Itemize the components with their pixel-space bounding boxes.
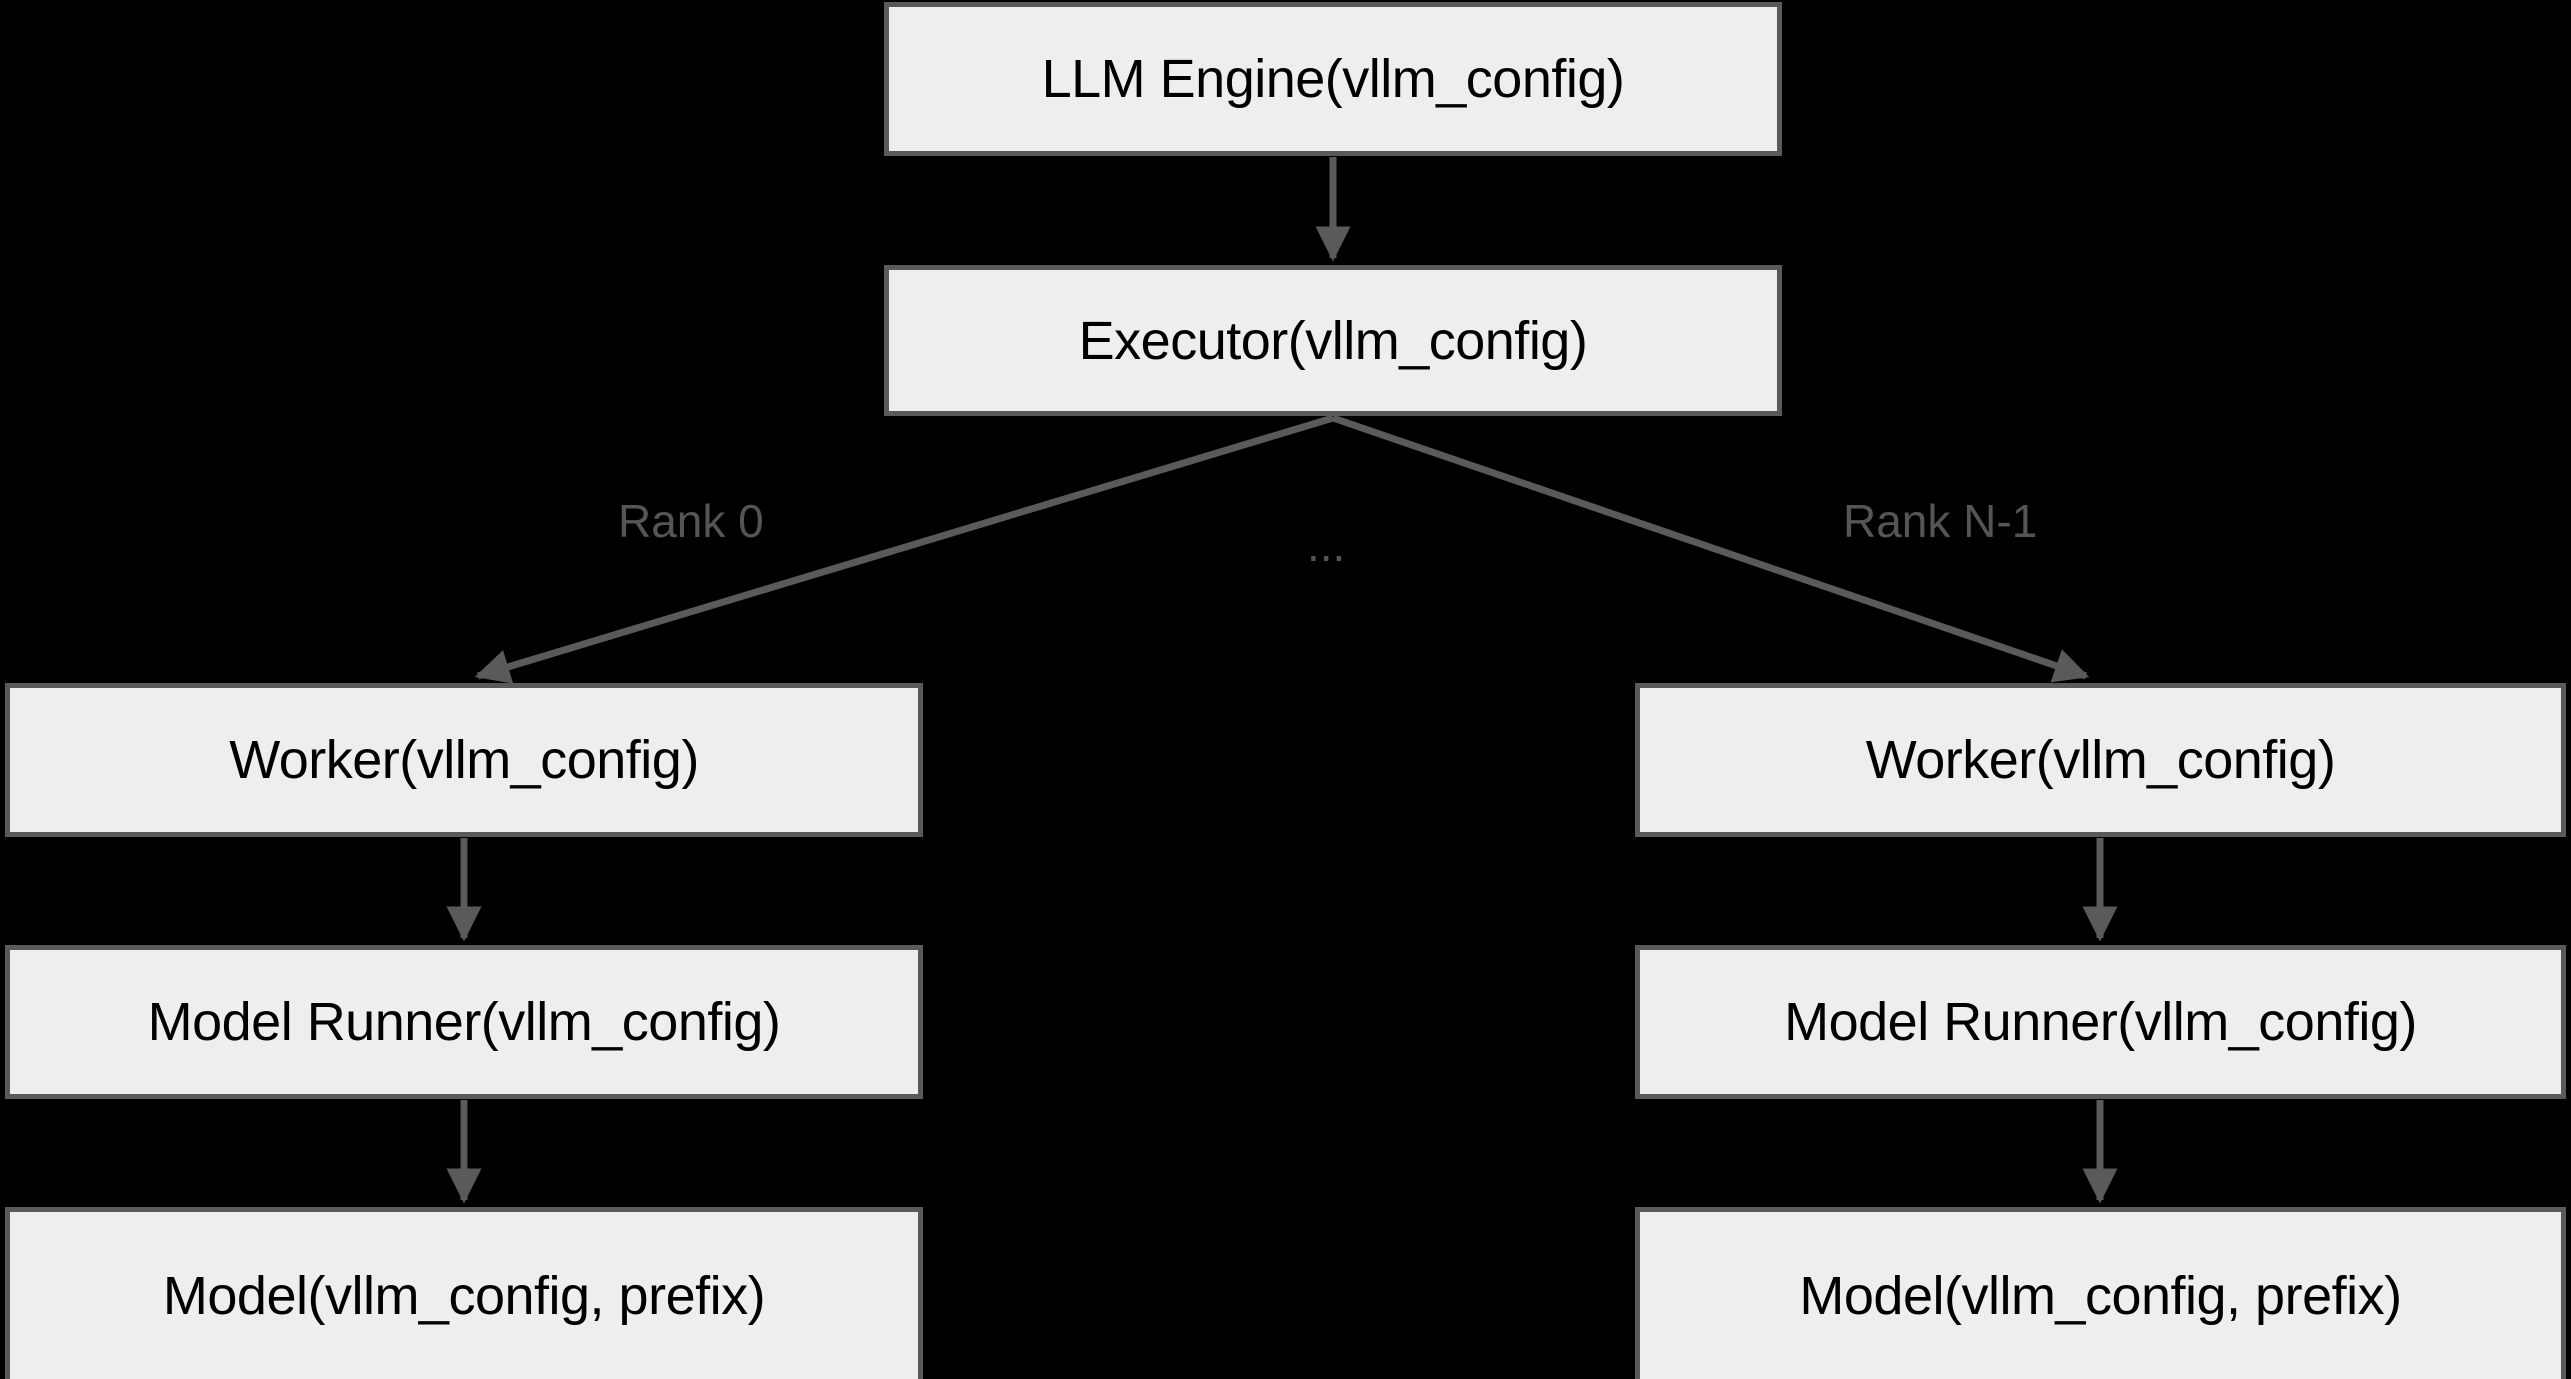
node-model-right-label: Model(vllm_config, prefix) [1799, 1265, 2402, 1326]
node-model-runner-left-label: Model Runner(vllm_config) [147, 992, 781, 1052]
edge-label-rank-last: Rank N-1 [1843, 495, 2038, 547]
node-worker-right-label: Worker(vllm_config) [1865, 730, 2336, 790]
edge-label-rank-first: Rank 0 [618, 495, 764, 547]
node-worker-left[interactable]: Worker(vllm_config) [5, 683, 923, 837]
node-worker-right[interactable]: Worker(vllm_config) [1635, 683, 2566, 837]
node-model-left[interactable]: Model(vllm_config, prefix) [5, 1207, 923, 1379]
node-model-right[interactable]: Model(vllm_config, prefix) [1635, 1207, 2566, 1379]
node-executor-label: Executor(vllm_config) [1078, 310, 1588, 371]
node-llm-engine[interactable]: LLM Engine(vllm_config) [884, 2, 1782, 156]
node-model-runner-left[interactable]: Model Runner(vllm_config) [5, 945, 923, 1099]
node-worker-left-label: Worker(vllm_config) [229, 730, 699, 790]
node-model-left-label: Model(vllm_config, prefix) [162, 1265, 766, 1326]
node-model-runner-right-label: Model Runner(vllm_config) [1784, 992, 2417, 1052]
node-executor[interactable]: Executor(vllm_config) [884, 265, 1782, 416]
edge-label-rank-middle: ... [1307, 519, 1346, 571]
edge-executor-to-worker-left [474, 414, 1335, 684]
node-model-runner-right[interactable]: Model Runner(vllm_config) [1635, 945, 2566, 1099]
node-llm-engine-label: LLM Engine(vllm_config) [1041, 49, 1625, 109]
